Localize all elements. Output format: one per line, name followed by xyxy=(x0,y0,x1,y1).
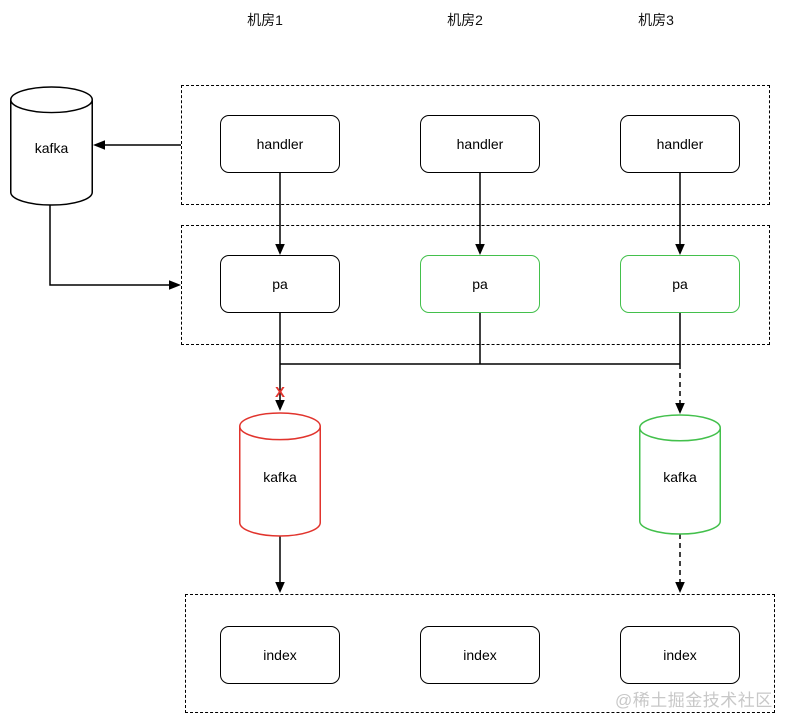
edge-dc3-kafka-to-index-row xyxy=(675,534,685,593)
edge-dc1-kafka-to-index-row xyxy=(275,536,285,593)
kafka-dc3-label: kafka xyxy=(663,468,697,485)
failure-x-marker: X xyxy=(274,384,285,401)
kafka-dc3-cylinder: kafka xyxy=(639,414,721,535)
kafka-source-cylinder: kafka xyxy=(10,86,93,206)
kafka-dc1-label: kafka xyxy=(263,469,297,485)
node-handler-3-label: handler xyxy=(656,136,704,152)
node-index-3: index xyxy=(620,626,740,684)
zone-handler-row xyxy=(181,85,770,205)
node-pa-3: pa xyxy=(620,255,740,313)
node-handler-3: handler xyxy=(620,115,740,173)
column-label-datacenter-1: 机房1 xyxy=(247,12,283,28)
node-handler-2: handler xyxy=(420,115,540,173)
column-label-datacenter-3: 机房3 xyxy=(638,12,674,28)
node-pa-3-label: pa xyxy=(672,276,688,292)
kafka-dc1-cylinder: kafka xyxy=(239,412,321,537)
zone-index-row xyxy=(185,594,775,713)
watermark-text: @稀土掘金技术社区 xyxy=(615,691,773,710)
cylinder-shape-icon xyxy=(10,86,93,206)
kafka-source-label: kafka xyxy=(34,140,69,157)
cylinder-shape-icon xyxy=(239,412,321,537)
node-pa-1: pa xyxy=(220,255,340,313)
cylinder-shape-icon xyxy=(639,414,721,535)
node-index-1: index xyxy=(220,626,340,684)
node-index-3-label: index xyxy=(663,647,697,663)
node-index-2: index xyxy=(420,626,540,684)
node-pa-2: pa xyxy=(420,255,540,313)
node-handler-1-label: handler xyxy=(256,136,304,152)
node-index-1-label: index xyxy=(263,647,297,663)
edge-bus-to-dc3-kafka xyxy=(675,364,685,414)
node-pa-1-label: pa xyxy=(272,276,288,292)
edge-source-kafka-to-pa-row xyxy=(49,198,181,290)
edge-handlers-to-source-kafka xyxy=(93,140,181,150)
column-label-datacenter-2: 机房2 xyxy=(447,12,483,28)
node-handler-1: handler xyxy=(220,115,340,173)
node-index-2-label: index xyxy=(463,647,497,663)
node-pa-2-label: pa xyxy=(472,276,488,292)
node-handler-2-label: handler xyxy=(456,136,504,152)
